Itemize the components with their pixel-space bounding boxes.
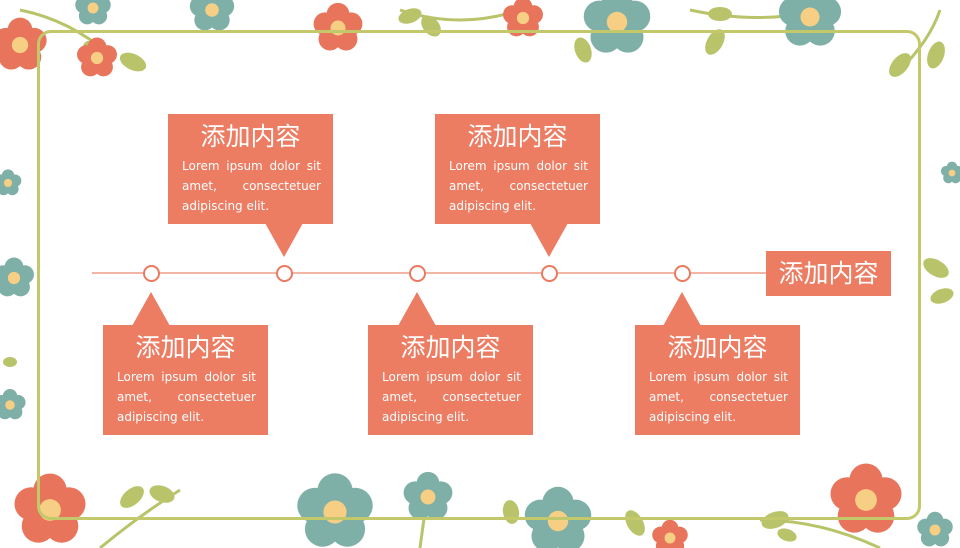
- card-title: 添加内容: [667, 333, 768, 362]
- flower-icon: [0, 389, 26, 420]
- leaf-icon: [149, 485, 175, 503]
- card-body-line: Lorem ipsum dolor sit: [382, 370, 521, 384]
- flower-icon: [652, 519, 688, 548]
- card-body-line: amet, consectetuer: [117, 390, 256, 404]
- leaf-icon: [777, 528, 797, 542]
- card-body: Lorem ipsum dolor sit amet, consectetuer…: [117, 367, 256, 427]
- leaf-icon: [3, 357, 17, 367]
- card-4-pointer: [530, 223, 568, 257]
- flower-icon: [189, 0, 235, 31]
- flower-icon: [917, 511, 953, 547]
- card-body: Lorem ipsum dolor sit amet, consectetuer…: [382, 367, 521, 427]
- flower-icon: [524, 486, 592, 548]
- timeline-node-5: [674, 265, 691, 282]
- leaf-icon: [705, 29, 725, 55]
- leaf-icon: [708, 7, 732, 21]
- card-body-line: amet, consectetuer: [449, 179, 588, 193]
- leaf-icon: [930, 288, 954, 304]
- flower-icon: [0, 257, 34, 297]
- card-title: 添加内容: [400, 333, 501, 362]
- card-body: Lorem ipsum dolor sit amet, consectetuer…: [649, 367, 788, 427]
- flower-icon: [940, 161, 960, 184]
- card-title: 添加内容: [135, 333, 236, 362]
- timeline-card-5: 添加内容 Lorem ipsum dolor sit amet, consect…: [635, 325, 800, 435]
- card-body-line: Lorem ipsum dolor sit: [117, 370, 256, 384]
- card-body-line: amet, consectetuer: [382, 390, 521, 404]
- card-2-pointer: [265, 223, 303, 257]
- flower-icon: [0, 169, 22, 196]
- card-3-pointer: [398, 292, 436, 326]
- flower-icon: [583, 0, 651, 53]
- timeline-card-3: 添加内容 Lorem ipsum dolor sit amet, consect…: [368, 325, 533, 435]
- leaf-icon: [398, 8, 422, 24]
- timeline-node-2: [276, 265, 293, 282]
- card-title: 添加内容: [467, 122, 568, 151]
- card-body-line: adipiscing elit.: [649, 410, 737, 424]
- card-5-pointer: [663, 292, 701, 326]
- card-body-line: adipiscing elit.: [382, 410, 470, 424]
- timeline-line: [92, 272, 768, 274]
- leaf-icon: [923, 258, 949, 278]
- card-title: 添加内容: [200, 122, 301, 151]
- timeline-card-2: 添加内容 Lorem ipsum dolor sit amet, consect…: [168, 114, 333, 224]
- leaf-icon: [889, 53, 911, 77]
- timeline-card-4: 添加内容 Lorem ipsum dolor sit amet, consect…: [435, 114, 600, 224]
- timeline-card-1: 添加内容 Lorem ipsum dolor sit amet, consect…: [103, 325, 268, 435]
- leaf-icon: [761, 511, 789, 529]
- leaf-icon: [927, 41, 945, 69]
- leaf-icon: [625, 510, 645, 536]
- card-body-line: adipiscing elit.: [449, 199, 537, 213]
- leaf-icon: [119, 52, 147, 72]
- card-body-line: Lorem ipsum dolor sit: [449, 159, 588, 173]
- flower-icon: [403, 471, 453, 520]
- card-body-line: amet, consectetuer: [182, 179, 321, 193]
- timeline-end-label: 添加内容: [766, 251, 891, 296]
- flower-icon: [77, 37, 117, 77]
- card-body-line: adipiscing elit.: [117, 410, 205, 424]
- flower-icon: [830, 463, 902, 533]
- card-body: Lorem ipsum dolor sit amet, consectetuer…: [182, 156, 321, 216]
- timeline-node-1: [143, 265, 160, 282]
- timeline-node-4: [541, 265, 558, 282]
- card-body-line: Lorem ipsum dolor sit: [649, 370, 788, 384]
- leaf-icon: [574, 37, 592, 63]
- leaf-icon: [120, 486, 144, 508]
- slide-frame: [37, 30, 921, 520]
- timeline-node-3: [409, 265, 426, 282]
- card-body: Lorem ipsum dolor sit amet, consectetuer…: [449, 156, 588, 216]
- card-body-line: amet, consectetuer: [649, 390, 788, 404]
- flower-icon: [0, 17, 47, 70]
- flower-icon: [75, 0, 111, 25]
- card-body-line: Lorem ipsum dolor sit: [182, 159, 321, 173]
- card-body-line: adipiscing elit.: [182, 199, 270, 213]
- card-1-pointer: [132, 292, 170, 326]
